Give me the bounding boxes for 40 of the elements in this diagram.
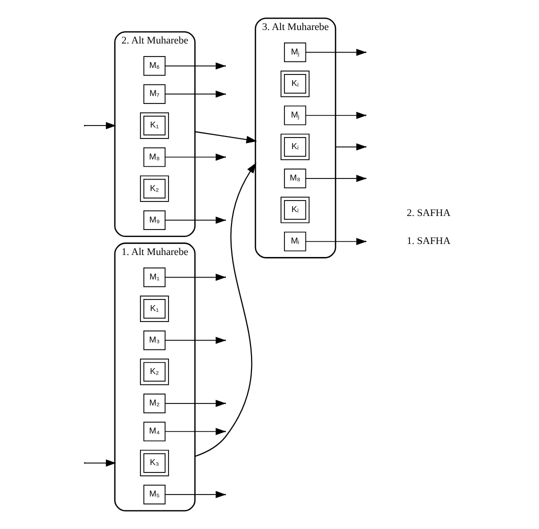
arrow bbox=[84, 459, 116, 467]
node-box: K₁ bbox=[140, 296, 169, 322]
arrow bbox=[305, 174, 367, 182]
node-box: M₈ bbox=[284, 168, 306, 188]
arrow bbox=[194, 162, 256, 457]
arrow bbox=[164, 490, 226, 498]
arrow bbox=[164, 400, 226, 407]
label: 1. SAFHA bbox=[406, 236, 450, 248]
node-box: M₅ bbox=[143, 484, 166, 504]
node-box: M₃ bbox=[143, 330, 166, 350]
node-box: M₇ bbox=[143, 84, 166, 104]
node-box: K₂ bbox=[140, 175, 169, 202]
arrow bbox=[164, 216, 226, 224]
arrow bbox=[335, 143, 367, 150]
node-box: K₂ bbox=[140, 358, 169, 386]
arrow bbox=[164, 428, 226, 436]
node-box: M₆ bbox=[143, 56, 166, 76]
node-box: K₃ bbox=[140, 450, 169, 476]
arrow bbox=[164, 154, 226, 161]
arrow bbox=[194, 131, 258, 144]
node-box: Mᵢ bbox=[284, 232, 306, 252]
node-box: Kᵢ bbox=[280, 196, 310, 224]
node-box: Kᵢ bbox=[280, 70, 310, 98]
arrow bbox=[164, 274, 226, 281]
node-box: M₈ bbox=[143, 147, 166, 167]
node-box: Kᵢ bbox=[280, 134, 310, 160]
node-box: M₁ bbox=[143, 267, 166, 288]
arrow bbox=[305, 48, 367, 56]
label: 2. SAFHA bbox=[406, 208, 450, 220]
arrow bbox=[164, 90, 226, 98]
node-box: M₄ bbox=[143, 422, 166, 442]
node-box: Mⱼ bbox=[284, 106, 306, 126]
arrow bbox=[164, 336, 226, 344]
node-box: K₁ bbox=[140, 112, 169, 139]
arrow bbox=[84, 122, 116, 130]
node-box: M₂ bbox=[143, 394, 166, 414]
arrow bbox=[164, 62, 226, 70]
node-box: M₉ bbox=[143, 210, 166, 230]
node-box: Mⱼ bbox=[284, 42, 306, 62]
arrow bbox=[305, 112, 367, 119]
